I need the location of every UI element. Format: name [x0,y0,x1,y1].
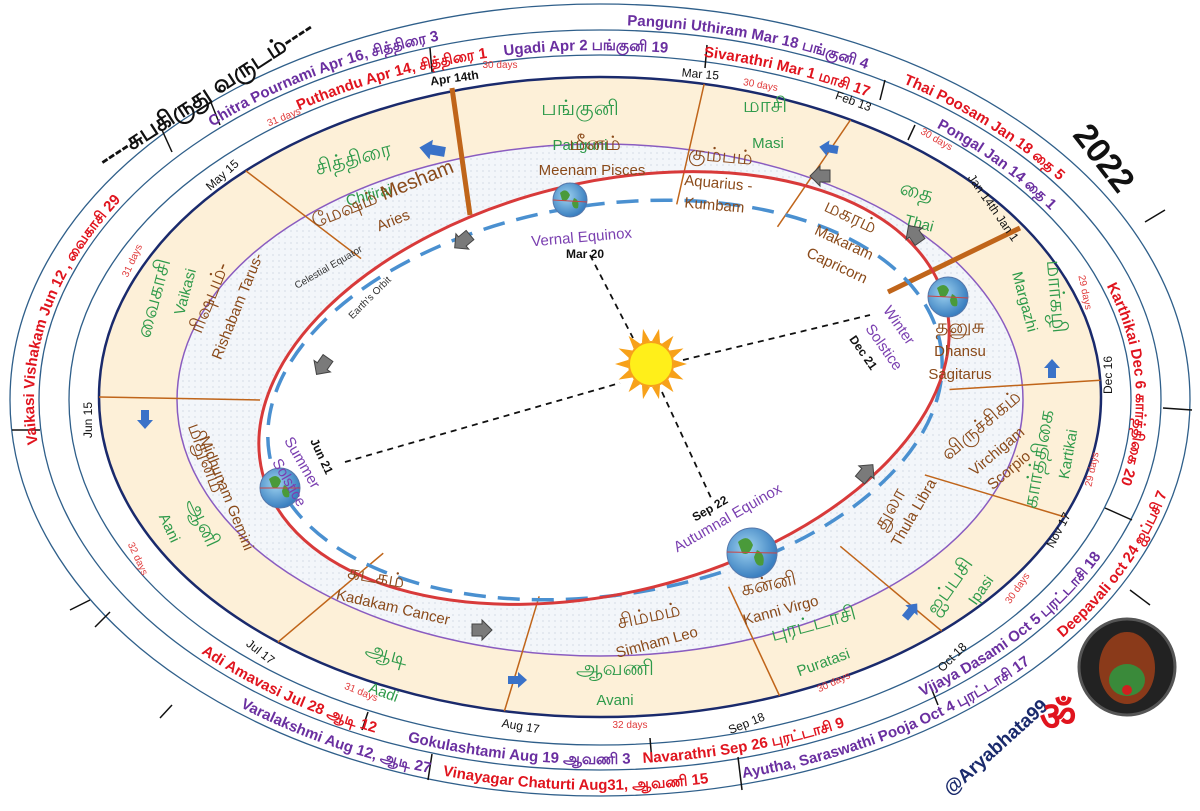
month-divider-line [277,552,384,643]
earth-winter-solstice-icon [927,276,969,318]
ring-2 [38,29,1162,771]
season-lines [344,254,871,501]
date-apr14: Apr 14th [429,68,479,89]
sun-icon [615,328,687,400]
sun-ray [673,359,687,369]
month-arrows [137,139,1060,688]
sun-ray [618,348,633,358]
month-masi: Masi [752,135,784,152]
month-dividers [98,83,1101,712]
earth-autumnal-equinox-icon [726,527,778,579]
orbit-arrow-icon [905,225,926,247]
month-divider-line [98,396,261,401]
month-arrow-icon [819,140,839,157]
days-panguni: 30 days [482,60,517,71]
month-avani-tamil: ஆவணி [576,657,654,681]
zodiac-dhansu-tamil: தனுசு [935,316,984,339]
sun-ray [615,359,629,369]
vernal-equinox-date: Mar 20 [566,247,604,261]
orbit-arrow-icon [854,464,875,485]
zodiac-dhansu: Dhansu [934,343,986,360]
orbit-arrow-icon [809,164,831,188]
orbit-arrow-icon [313,353,334,375]
month-divider-line [727,586,781,697]
month-avani: Avani [596,692,633,709]
date-dec16: Dec 16 [1101,356,1115,394]
outer-rings [9,3,1191,797]
om-symbol-icon: ॐ [1040,694,1076,740]
month-divider-line [245,170,362,260]
orbit-arrow-icon [454,229,475,250]
apr14-marker-line [449,87,473,216]
month-panguni: Panguni [552,137,607,154]
jan14-marker-line [886,225,1022,295]
festival-ugadi: Ugadi Apr 2 பங்குனி 19 [503,37,669,60]
month-arrow-icon [508,672,527,688]
month-divider-line [924,474,1065,518]
month-divider-line [503,596,540,712]
earth-summer-solstice-icon [259,467,301,509]
zodiac-kumbam: Kumbam [684,194,745,216]
sun-ray [669,370,684,380]
month-divider-line [949,379,1101,391]
sun-ray [652,385,661,400]
date-sep18: Sep 18 [726,710,767,737]
days-avani: 32 days [612,720,647,731]
zodiac-meenam-tamil: மீனம் [569,133,621,155]
zodiac-aquarius: Aquarius - [684,172,754,195]
date-jul17: Jul 17 [244,636,278,667]
month-arrow-icon [137,410,153,429]
date-aug17: Aug 17 [501,716,541,736]
sun-ray [641,328,650,343]
earth-vernal-equinox-icon [552,182,588,218]
festival-separators [12,44,1193,791]
ring-3 [68,54,1132,746]
zodiac-sagittarius: Sagitarus [928,366,991,383]
ring-outer [9,3,1191,797]
date-jun15: Jun 15 [81,402,95,438]
date-mar15: Mar 15 [681,65,720,82]
orbit-arrow-icon [471,618,493,642]
month-panguni-tamil: பங்குனி [541,97,619,121]
sun-ray [669,348,684,358]
festival-gokulashtami: Gokulashtami Aug 19 ஆவணி 3 [407,729,631,768]
year-label: 2022 [1065,117,1142,200]
month-masi-tamil: மாசி [743,94,787,117]
month-divider-line [675,83,705,205]
avatar [1077,617,1177,717]
month-divider-line [839,545,943,632]
month-arrow-icon [901,603,918,621]
days-chitirai: 31 days [266,106,303,129]
zodiac-pisces: Meenam Pisces [539,162,646,179]
orbit-arrows [313,164,926,642]
sun-ray [618,370,633,380]
month-arrow-icon [1044,359,1060,378]
month-arrow-icon [419,139,446,160]
sun-ray [652,328,661,343]
sun-ray [641,385,650,400]
